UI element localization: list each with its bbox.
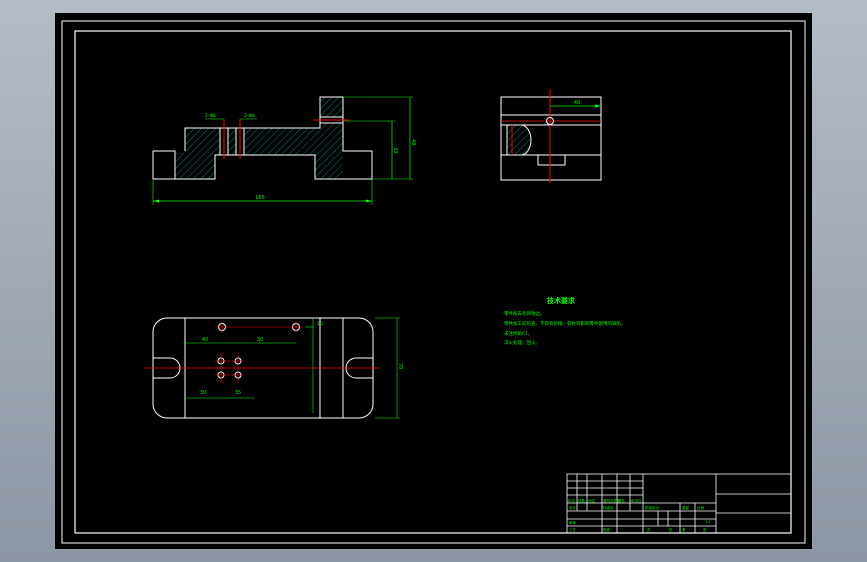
svg-text:工艺: 工艺 [569, 527, 577, 532]
front-dim-height-total: 48 [410, 139, 416, 145]
front-dim-length: 165 [255, 195, 265, 201]
top-view: 40 30 10 30 35 70 [145, 317, 403, 419]
svg-text:标准化: 标准化 [603, 505, 614, 510]
svg-text:第: 第 [682, 527, 686, 532]
drawing-viewport[interactable]: 165 48 33 2-Φ6 2-Φ8 40 [55, 13, 812, 549]
svg-text:分区: 分区 [588, 498, 596, 503]
side-hole [546, 117, 554, 125]
top-dim-right-small: 10 [317, 321, 323, 327]
tech-line-2: 零件加工前检查，不得有砂眼、裂纹等影响零件使用的缺陷。 [504, 320, 626, 327]
svg-text:共: 共 [647, 527, 651, 532]
svg-text:比例: 比例 [697, 505, 705, 510]
svg-text:批准: 批准 [603, 527, 611, 532]
svg-text:年月日: 年月日 [631, 498, 642, 503]
tech-line-3: 未注倒角C1。 [504, 330, 533, 337]
front-dim-height-mid: 33 [392, 147, 398, 153]
sheet-inner-border [74, 30, 792, 534]
front-view-hatch [175, 97, 343, 179]
svg-text:审核: 审核 [569, 520, 577, 525]
front-label-hole-right: 2-Φ8 [244, 113, 255, 119]
svg-text:标记: 标记 [568, 498, 576, 503]
svg-text:设计: 设计 [569, 505, 577, 510]
svg-text:阶段标记: 阶段标记 [645, 505, 659, 510]
top-dim-bottom-left: 30 [200, 390, 206, 396]
svg-text:签名: 签名 [618, 498, 625, 503]
svg-text:重量: 重量 [682, 505, 690, 510]
tech-line-4: 淬火处理，回火。 [504, 339, 540, 346]
top-dim-height: 70 [397, 363, 403, 369]
top-dim-top-left: 40 [202, 337, 208, 343]
side-view-outline [500, 96, 602, 181]
side-dim-top: 40 [574, 100, 580, 106]
title-block [566, 473, 792, 534]
svg-text:张: 张 [703, 527, 707, 532]
cad-drawing: 165 48 33 2-Φ6 2-Φ8 40 [61, 20, 806, 544]
side-view: 40 [500, 89, 602, 183]
title-block-text: 标记 处数 分区 更改文件号 签名 年月日 设计 标准化 阶段标记 重量 比例 … [568, 498, 711, 532]
tech-title: 技术要求 [547, 296, 576, 305]
tech-requirements: 技术要求 零件按去毛刺锐边。 零件加工前检查，不得有砂眼、裂纹等影响零件使用的缺… [504, 296, 626, 346]
top-dim-bottom-mid: 35 [235, 390, 241, 396]
svg-text:更改文件号: 更改文件号 [603, 498, 621, 503]
svg-text:处数: 处数 [578, 498, 586, 503]
sheet-outer-border [61, 20, 806, 544]
front-view: 165 48 33 2-Φ6 2-Φ8 [152, 96, 416, 205]
top-dim-center: 30 [257, 337, 263, 343]
svg-text:张: 张 [669, 527, 673, 532]
svg-text:1:1: 1:1 [705, 520, 711, 524]
front-label-hole-left: 2-Φ6 [205, 113, 216, 119]
tech-line-1: 零件按去毛刺锐边。 [504, 310, 545, 317]
